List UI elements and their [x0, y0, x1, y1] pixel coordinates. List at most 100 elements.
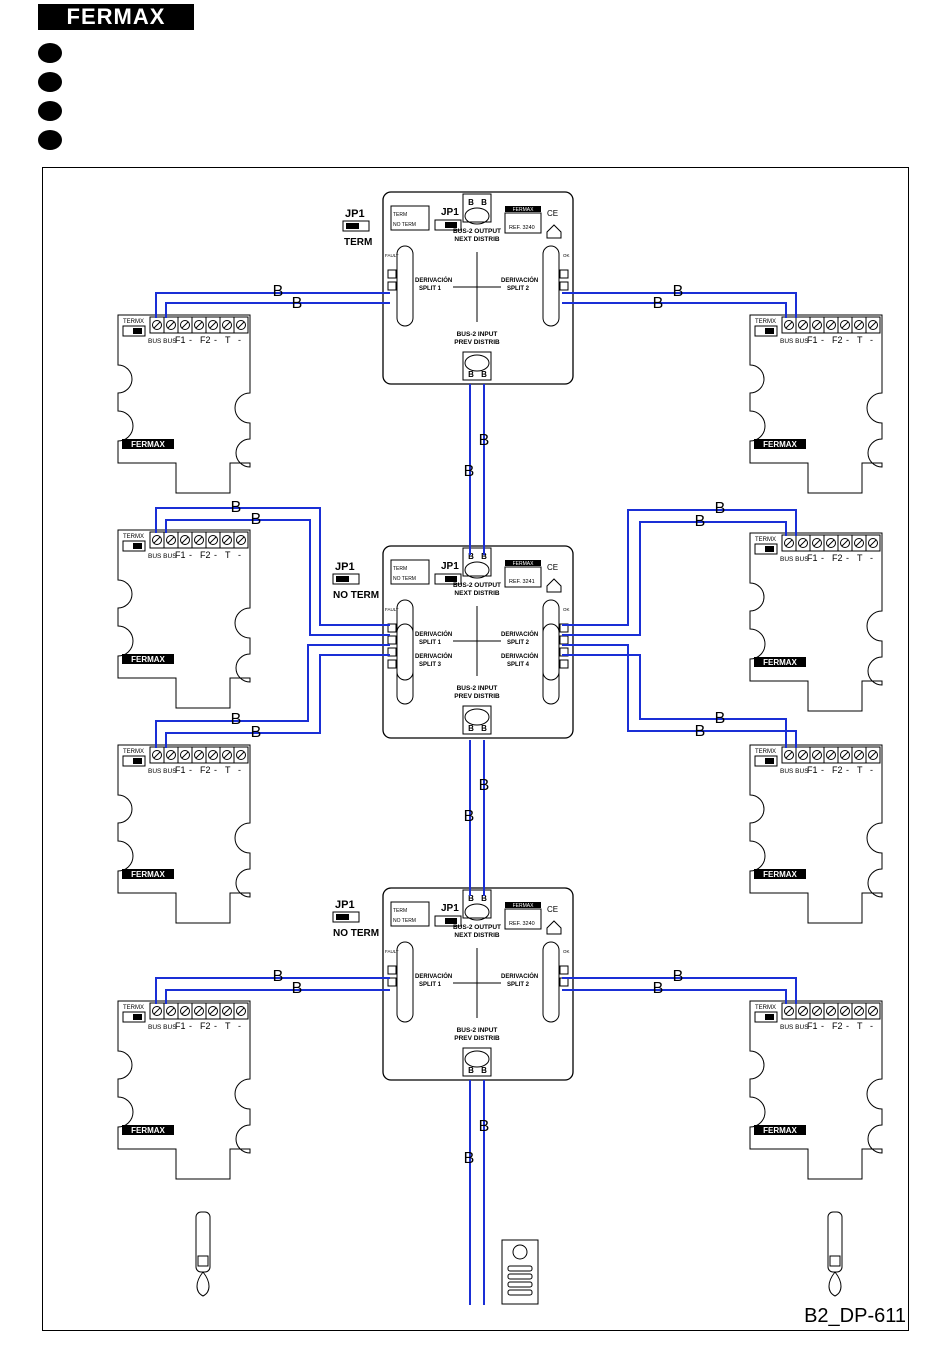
terminal-screw-slot	[813, 751, 821, 759]
bus-pin-label: B	[468, 1066, 474, 1075]
distributor-1-box	[382, 191, 574, 385]
terminal-screw-slot	[799, 751, 807, 759]
termx-switch-knob	[133, 543, 142, 549]
bus-wire	[155, 977, 390, 1004]
terminal-screw-slot	[195, 751, 203, 759]
derivacion-label: DERIVACIÓN	[415, 972, 452, 980]
terminal-cell	[233, 316, 249, 334]
terminal-screw	[180, 750, 190, 760]
terminal-screw	[236, 535, 246, 545]
t-label: T	[857, 335, 863, 345]
bus-pin-label: B	[468, 370, 474, 379]
f2-label: F2	[832, 1021, 843, 1031]
terminal-screw	[152, 320, 162, 330]
dash-label: -	[821, 553, 824, 563]
termx-label: TERMX	[123, 319, 144, 325]
split-terminal	[387, 977, 397, 987]
language-dot-4	[38, 130, 62, 150]
t-label: T	[225, 550, 231, 560]
ce-mark: CE	[547, 905, 558, 914]
jp-legend-term: TERM	[393, 212, 407, 218]
terminal-screw	[812, 1006, 822, 1016]
f2-label: F2	[832, 335, 843, 345]
terminal-screw-slot	[195, 1007, 203, 1015]
terminal-cell	[865, 534, 881, 552]
derivacion-label: DERIVACIÓN	[501, 972, 538, 980]
f2-label: F2	[200, 335, 211, 345]
bus-output-connector	[462, 889, 492, 919]
bus-wire	[562, 989, 787, 1004]
split-terminal	[387, 659, 397, 669]
bus-label: B	[464, 808, 475, 825]
terminal-screw	[166, 1006, 176, 1016]
bus-output-connector	[462, 547, 492, 577]
jp1-side-state: NO TERM	[333, 590, 379, 601]
bus-bus-label: BUS BUS	[780, 768, 809, 775]
bus-output-screws	[464, 561, 490, 579]
dash-label: -	[821, 1021, 824, 1031]
terminal-screw	[166, 320, 176, 330]
fermax-badge-text: FERMAX	[763, 1126, 797, 1135]
terminal-screw-slot	[855, 539, 863, 547]
fermax-badge	[754, 1125, 806, 1135]
terminal-screw-slot	[223, 1007, 231, 1015]
bus-bus-label: BUS BUS	[780, 556, 809, 563]
termx-switch	[754, 543, 778, 555]
fermax-badge-text: FERMAX	[763, 870, 797, 879]
bus-label: B	[715, 710, 726, 727]
split1-label: SPLIT 1	[419, 286, 442, 292]
fault-label: FAULT	[385, 949, 399, 954]
terminal-screw-slot	[223, 321, 231, 329]
terminal-screw-slot	[153, 321, 161, 329]
bus-output-screws	[464, 207, 490, 225]
f1-label: F1	[175, 765, 186, 775]
bus-label: B	[695, 723, 706, 740]
split-rail-left	[396, 623, 414, 705]
terminal-cell	[233, 531, 249, 549]
ok-label: OK	[563, 949, 570, 954]
bus-label: B	[273, 968, 284, 985]
bus-label: B	[292, 295, 303, 312]
termx-switch	[122, 325, 146, 337]
terminal-screw-slot	[813, 1007, 821, 1015]
terminal-screw	[208, 1006, 218, 1016]
terminal-screw	[868, 1006, 878, 1016]
fermax-badge	[122, 439, 174, 449]
terminal-screw-slot	[209, 751, 217, 759]
terminal-screw	[854, 538, 864, 548]
terminal-screw	[166, 750, 176, 760]
ref-plate-brand-text: FERMAX	[513, 903, 535, 909]
dash-label: -	[846, 335, 849, 345]
termx-label: TERMX	[123, 749, 144, 755]
terminal-screw	[784, 750, 794, 760]
terminal-screw	[798, 538, 808, 548]
bus-output-label: BUS-2 OUTPUT	[453, 228, 501, 235]
derivacion-label: DERIVACIÓN	[501, 630, 538, 638]
termx-label: TERMX	[123, 1005, 144, 1011]
jp-legend	[390, 559, 430, 585]
termx-switch	[122, 1011, 146, 1023]
terminal-screw-slot	[181, 321, 189, 329]
language-dot-2	[38, 72, 62, 92]
bus-pin-label: B	[481, 552, 487, 561]
dash-label: -	[189, 335, 192, 345]
jp1-side-switch	[332, 573, 360, 585]
terminal-screw	[798, 1006, 808, 1016]
split-terminal	[559, 977, 569, 987]
bus-label: B	[715, 500, 726, 517]
jp-legend	[390, 205, 430, 231]
split-rail-left	[396, 599, 414, 681]
termx-switch-knob	[133, 1014, 142, 1020]
split2-label: SPLIT 2	[507, 640, 530, 646]
bus-wire	[562, 521, 787, 636]
dash-label: -	[189, 1021, 192, 1031]
terminal-screw-slot	[195, 536, 203, 544]
bus-label: B	[479, 1118, 490, 1135]
jp1-label: JP1	[441, 207, 459, 218]
t-label: T	[225, 765, 231, 775]
bus-input-connector	[462, 351, 492, 381]
jp-legend	[390, 901, 430, 927]
diagram-frame	[42, 167, 909, 1331]
next-distrib-label: NEXT DISTRIB	[454, 236, 499, 243]
